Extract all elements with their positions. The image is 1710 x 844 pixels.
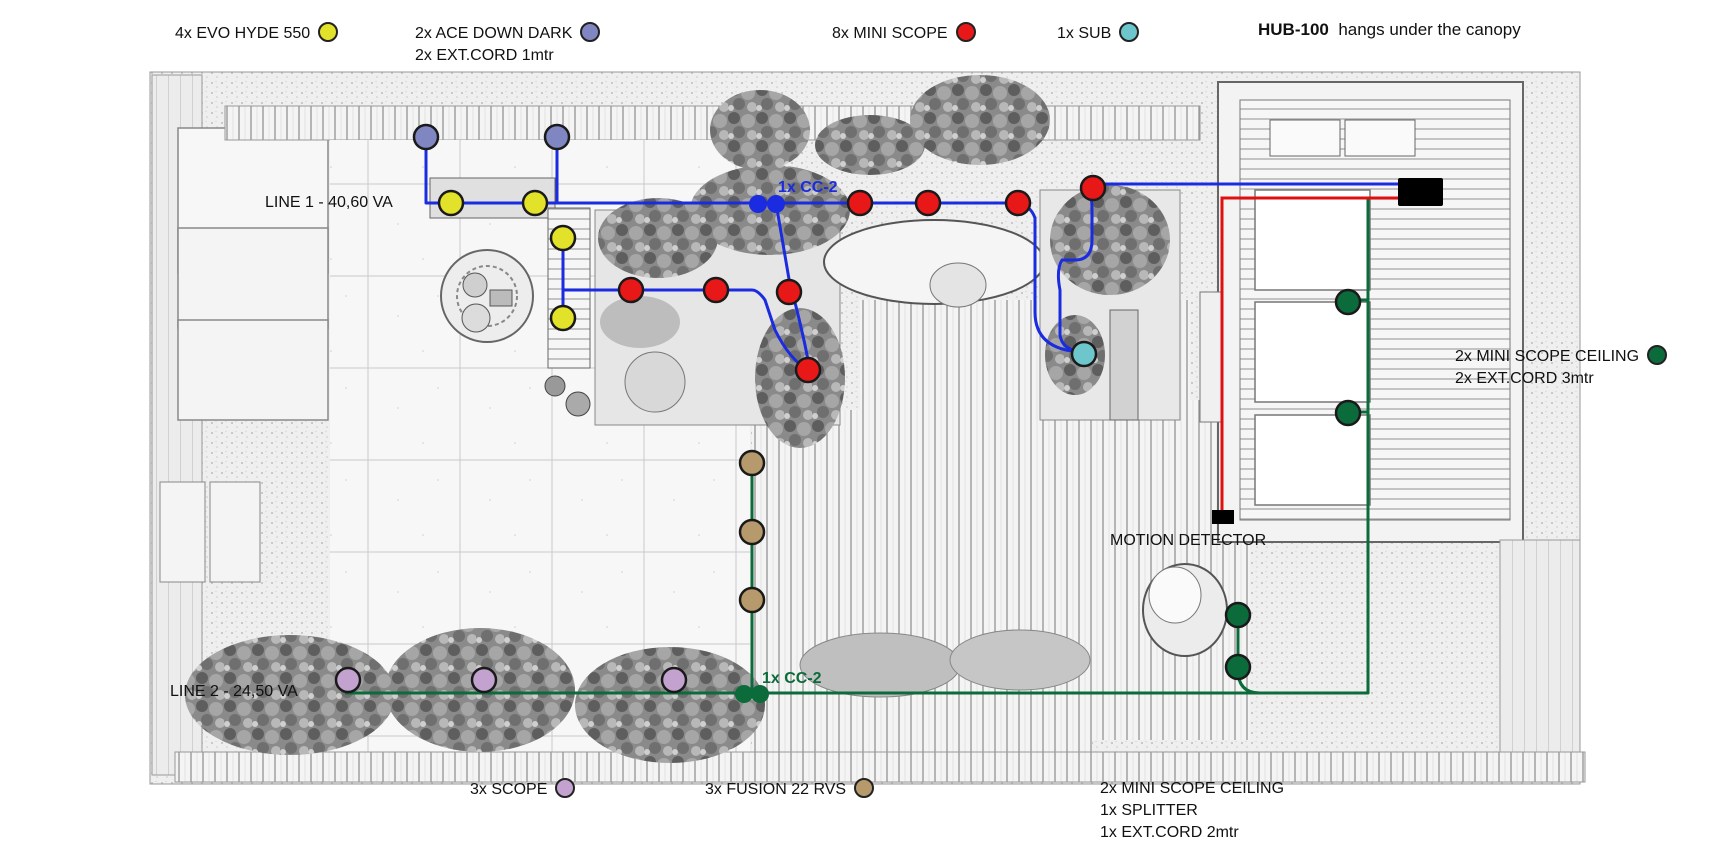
legend-hub: HUB-100 hangs under the canopy bbox=[1258, 19, 1521, 41]
legend-scope-text: 3x SCOPE bbox=[470, 781, 548, 798]
legend-ace-down-sub: 2x EXT.CORD 1mtr bbox=[415, 47, 554, 64]
legend-ceiling-bottom: 2x MINI SCOPE CEILING 1x SPLITTER 1x EXT… bbox=[1100, 778, 1284, 844]
legend-scope: 3x SCOPE bbox=[470, 778, 576, 801]
fixtures-fusion-22-rvs bbox=[738, 449, 766, 614]
legend-mini-scope: 8x MINI SCOPE bbox=[832, 22, 976, 45]
hub-feed-cable bbox=[1220, 196, 1410, 516]
mini-scope-swatch-icon bbox=[955, 22, 976, 42]
legend-ceiling-right-line1: 2x MINI SCOPE CEILING bbox=[1455, 348, 1640, 365]
legend-mini-scope-text: 8x MINI SCOPE bbox=[832, 25, 948, 42]
motion-detector-sensor bbox=[1212, 510, 1234, 524]
ace-down-dark-swatch-icon bbox=[580, 22, 601, 42]
cc2-bottom-label: 1x CC-2 bbox=[762, 670, 822, 687]
scope-swatch-icon bbox=[555, 778, 576, 798]
evo-hyde-fixture bbox=[437, 189, 465, 217]
legend-ceiling-bottom-line1: 2x MINI SCOPE CEILING bbox=[1100, 780, 1285, 797]
ace-down-dark-fixture bbox=[412, 123, 440, 151]
legend-ace-down-dark: 2x ACE DOWN DARK 2x EXT.CORD 1mtr bbox=[415, 22, 601, 67]
fusion-swatch-icon bbox=[854, 778, 875, 798]
hub-100-box bbox=[1398, 178, 1443, 206]
cc2-top-label: 1x CC-2 bbox=[778, 179, 838, 196]
fixtures-sub bbox=[1070, 340, 1098, 368]
fusion-22-rvs-fixture bbox=[738, 518, 766, 546]
legend-sub-text: 1x SUB bbox=[1057, 25, 1112, 42]
sub-swatch-icon bbox=[1119, 22, 1140, 42]
legend-evo-hyde-text: 4x EVO HYDE 550 bbox=[175, 25, 311, 42]
ace-down-dark-fixture bbox=[543, 123, 571, 151]
sub-fixture bbox=[1070, 340, 1098, 368]
legend-fusion-text: 3x FUSION 22 RVS bbox=[705, 781, 847, 798]
legend-ceiling-bottom-line3: 1x EXT.CORD 2mtr bbox=[1100, 824, 1239, 841]
fixtures-evo-hyde bbox=[437, 189, 577, 332]
legend-hub-name: HUB-100 bbox=[1258, 20, 1329, 39]
line2-label: LINE 2 - 24,50 VA bbox=[170, 683, 298, 700]
motion-detector-label: MOTION DETECTOR bbox=[1110, 532, 1266, 549]
fusion-22-rvs-fixture bbox=[738, 449, 766, 477]
scope-fixture bbox=[660, 666, 688, 694]
mini-scope-ceiling-fixture bbox=[1224, 601, 1252, 629]
mini-scope-ceiling-swatch-icon bbox=[1647, 345, 1668, 365]
legend-ceiling-right-line2: 2x EXT.CORD 3mtr bbox=[1455, 370, 1594, 387]
mini-scope-ceiling-fixture bbox=[1224, 653, 1252, 681]
legend-ace-down-text: 2x ACE DOWN DARK bbox=[415, 25, 573, 42]
legend-sub: 1x SUB bbox=[1057, 22, 1140, 45]
evo-hyde-fixture bbox=[549, 304, 577, 332]
legend-ceiling-bottom-line2: 1x SPLITTER bbox=[1100, 802, 1198, 819]
fusion-22-rvs-fixture bbox=[738, 586, 766, 614]
scope-fixture bbox=[334, 666, 362, 694]
evo-hyde-fixture bbox=[549, 224, 577, 252]
mini-scope-ceiling-fixture bbox=[1334, 288, 1362, 316]
plan-background bbox=[149, 71, 1586, 785]
scope-fixture bbox=[470, 666, 498, 694]
mini-scope-fixture bbox=[775, 278, 803, 306]
mini-scope-fixture bbox=[617, 276, 645, 304]
evo-hyde-fixture bbox=[521, 189, 549, 217]
cc2-connector-top bbox=[749, 195, 785, 213]
mini-scope-fixture bbox=[1079, 174, 1107, 202]
mini-scope-fixture bbox=[1004, 189, 1032, 217]
fixtures-scope bbox=[334, 666, 688, 694]
mini-scope-fixture bbox=[794, 356, 822, 384]
legend-ceiling-right: 2x MINI SCOPE CEILING 2x EXT.CORD 3mtr bbox=[1455, 345, 1668, 390]
cc2-connector-bottom bbox=[735, 685, 769, 703]
mini-scope-fixture bbox=[702, 276, 730, 304]
line1-label: LINE 1 - 40,60 VA bbox=[265, 194, 393, 211]
fixtures-mini-scope-ceiling bbox=[1224, 288, 1362, 681]
evo-hyde-swatch-icon bbox=[318, 22, 339, 42]
fixtures-mini-scope bbox=[617, 174, 1107, 384]
legend-hub-text: hangs under the canopy bbox=[1338, 20, 1521, 39]
legend-evo-hyde: 4x EVO HYDE 550 bbox=[175, 22, 339, 45]
mini-scope-ceiling-fixture bbox=[1334, 399, 1362, 427]
fixtures-ace-down-dark bbox=[412, 123, 571, 151]
mini-scope-fixture bbox=[846, 189, 874, 217]
legend-fusion: 3x FUSION 22 RVS bbox=[705, 778, 875, 801]
mini-scope-fixture bbox=[914, 189, 942, 217]
